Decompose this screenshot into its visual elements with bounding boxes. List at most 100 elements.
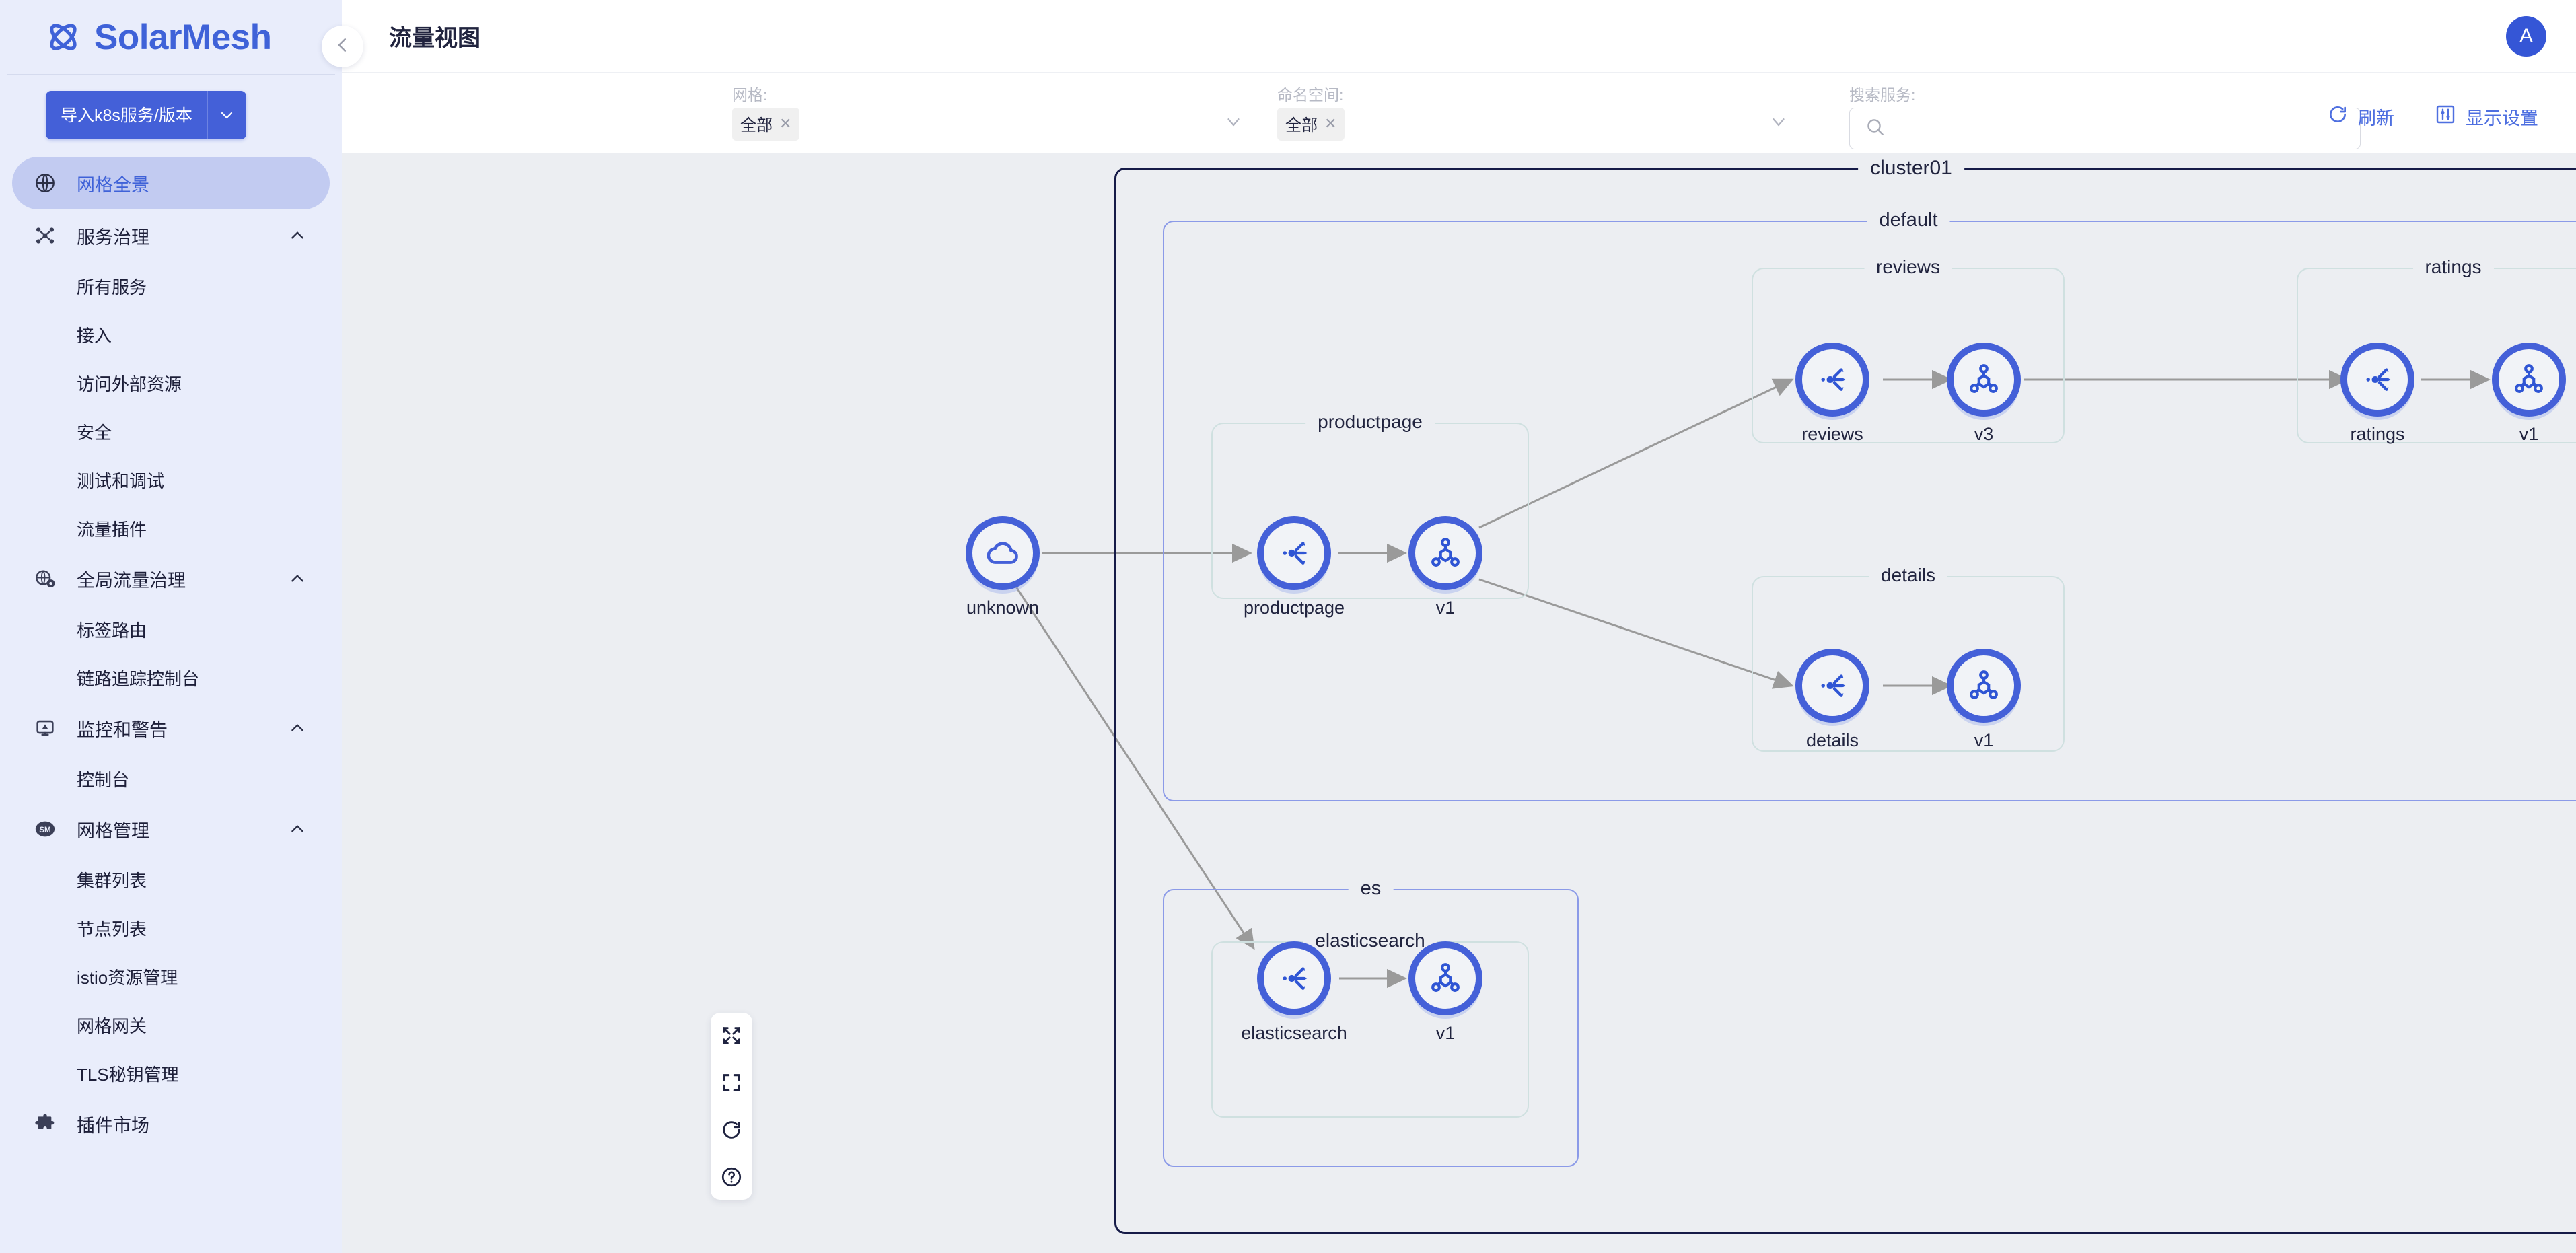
sidebar-item-cluster-list[interactable]: 集群列表 bbox=[12, 855, 330, 904]
sidebar-item-label: 服务治理 bbox=[77, 227, 149, 248]
namespace-selected-value: 全部 bbox=[1285, 116, 1318, 135]
namespace-select[interactable]: 全部 ✕ bbox=[1277, 108, 1789, 141]
search-input-wrap bbox=[1849, 108, 2361, 149]
search-icon bbox=[1865, 116, 1886, 141]
chevron-up-icon[interactable] bbox=[287, 818, 308, 840]
namespace-group-es[interactable]: es bbox=[1163, 878, 1579, 1167]
chevron-up-icon[interactable] bbox=[287, 717, 308, 739]
sidebar-item-traffic-plugins[interactable]: 流量插件 bbox=[12, 504, 330, 552]
mesh-select[interactable]: 全部 ✕ bbox=[732, 108, 1244, 141]
sliders-icon bbox=[2435, 104, 2456, 130]
expand-arrows-icon[interactable] bbox=[717, 1021, 746, 1050]
sidebar-item-mesh-gateway[interactable]: 网格网关 bbox=[12, 1001, 330, 1049]
sidebar-item-istio-resources[interactable]: istio资源管理 bbox=[12, 952, 330, 1001]
sidebar-item-all-services[interactable]: 所有服务 bbox=[12, 262, 330, 310]
service-node-icon bbox=[1257, 941, 1331, 1015]
service-node-icon bbox=[2340, 343, 2414, 417]
brand-divider bbox=[7, 74, 335, 75]
sidebar-item-mesh-overview[interactable]: 网格全景 bbox=[12, 157, 330, 209]
search-input[interactable] bbox=[1849, 108, 2361, 149]
cluster-group[interactable]: cluster01 bbox=[1114, 157, 2576, 1234]
workload-node-icon bbox=[2492, 343, 2566, 417]
service-group-elasticsearch[interactable]: elasticsearch bbox=[1211, 930, 1529, 1118]
workload-node-icon bbox=[1408, 516, 1482, 590]
close-icon[interactable]: ✕ bbox=[1324, 114, 1337, 132]
sidebar-collapse-button[interactable] bbox=[322, 26, 363, 67]
service-label: reviews bbox=[1864, 256, 1952, 278]
service-node-icon bbox=[1795, 649, 1869, 723]
node-label: v1 bbox=[2519, 424, 2539, 444]
chevron-up-icon[interactable] bbox=[287, 225, 308, 246]
mesh-selected-value: 全部 bbox=[740, 116, 773, 135]
cluster-label: cluster01 bbox=[1858, 157, 1964, 180]
close-icon[interactable]: ✕ bbox=[779, 114, 792, 132]
chevron-down-icon[interactable] bbox=[1768, 112, 1789, 137]
service-group-details[interactable]: details bbox=[1752, 565, 2065, 752]
node-label: productpage bbox=[1243, 598, 1345, 618]
sidebar-item-test-debug[interactable]: 测试和调试 bbox=[12, 456, 330, 504]
graph-toolbar bbox=[711, 1013, 752, 1200]
graph-edges bbox=[1013, 369, 2491, 989]
cloud-icon bbox=[966, 516, 1040, 590]
sidebar-group-monitoring-alerts[interactable]: 监控和警告 bbox=[12, 702, 330, 754]
puzzle-icon bbox=[31, 1110, 59, 1138]
sidebar-group-global-traffic[interactable]: 全局流量治理 bbox=[12, 552, 330, 605]
service-group-productpage[interactable]: productpage bbox=[1211, 411, 1529, 599]
node-label: v3 bbox=[1974, 424, 1994, 444]
sidebar-item-label: 链路追踪控制台 bbox=[77, 668, 200, 689]
search-service-filter: 搜索服务: bbox=[1849, 82, 2388, 153]
namespace-filter-label: 命名空间: bbox=[1277, 86, 1344, 104]
reload-icon[interactable] bbox=[717, 1115, 746, 1145]
sidebar-item-label: 监控和警告 bbox=[77, 719, 168, 740]
display-settings-label: 显示设置 bbox=[2466, 108, 2538, 129]
mesh-selected-tag[interactable]: 全部 ✕ bbox=[732, 108, 800, 141]
sidebar-item-trace-console[interactable]: 链路追踪控制台 bbox=[12, 653, 330, 702]
namespace-group-default[interactable]: default bbox=[1163, 209, 2576, 801]
service-mesh-icon bbox=[31, 221, 59, 250]
service-label: details bbox=[1869, 565, 1947, 586]
sidebar-group-mesh-management[interactable]: SM 网格管理 bbox=[12, 803, 330, 855]
monitor-alert-icon bbox=[31, 714, 59, 742]
sidebar-item-ingress[interactable]: 接入 bbox=[12, 310, 330, 359]
mesh-filter-label: 网格: bbox=[732, 86, 768, 104]
globe-gear-icon bbox=[31, 565, 59, 593]
node-label: v1 bbox=[1974, 730, 1994, 750]
node-label: reviews bbox=[1801, 424, 1863, 444]
page-header: 流量视图 A bbox=[342, 0, 2576, 73]
avatar[interactable]: A bbox=[2506, 15, 2546, 57]
sidebar-item-external-resources[interactable]: 访问外部资源 bbox=[12, 359, 330, 407]
filter-bar: 网格: 全部 ✕ 命名空间: 全部 ✕ bbox=[342, 73, 2576, 153]
chevron-left-icon bbox=[332, 35, 353, 59]
chevron-down-icon[interactable] bbox=[207, 91, 246, 139]
avatar-initial: A bbox=[2519, 24, 2533, 47]
sidebar-group-service-governance[interactable]: 服务治理 bbox=[12, 209, 330, 262]
sidebar-item-tls-keys[interactable]: TLS秘钥管理 bbox=[12, 1049, 330, 1098]
refresh-button[interactable]: 刷新 bbox=[2327, 104, 2394, 130]
display-settings-button[interactable]: 显示设置 bbox=[2435, 104, 2538, 130]
traffic-graph-canvas[interactable]: cluster01 default es productpage reviews… bbox=[342, 154, 2576, 1253]
namespace-filter: 命名空间: 全部 ✕ bbox=[1277, 82, 1829, 153]
namespace-label: es bbox=[1348, 878, 1394, 900]
sidebar-item-label-routing[interactable]: 标签路由 bbox=[12, 605, 330, 653]
sidebar-nav: 网格全景 服务治理 所有服务 接入 访问外部资源 安全 测试和调试 流量插件 bbox=[0, 157, 342, 1150]
sidebar-item-label: 集群列表 bbox=[77, 870, 147, 891]
chevron-down-icon[interactable] bbox=[1223, 112, 1244, 137]
chevron-up-icon[interactable] bbox=[287, 568, 308, 589]
sidebar-item-monitoring-console[interactable]: 控制台 bbox=[12, 754, 330, 803]
sidebar-item-plugin-market[interactable]: 插件市场 bbox=[12, 1098, 330, 1150]
sidebar-item-label: 访问外部资源 bbox=[77, 373, 182, 394]
service-group-reviews[interactable]: reviews bbox=[1752, 256, 2065, 443]
sidebar-item-node-list[interactable]: 节点列表 bbox=[12, 904, 330, 952]
atom-logo-icon bbox=[46, 20, 81, 55]
import-k8s-button[interactable]: 导入k8s服务/版本 bbox=[46, 91, 246, 139]
sidebar-item-security[interactable]: 安全 bbox=[12, 407, 330, 456]
node-label: elasticsearch bbox=[1241, 1023, 1347, 1043]
sidebar-item-label: 安全 bbox=[77, 422, 112, 443]
edge-unknown-elasticsearch bbox=[1013, 584, 1255, 950]
service-group-ratings[interactable]: ratings bbox=[2297, 256, 2576, 443]
service-label: ratings bbox=[2412, 256, 2494, 278]
fit-screen-icon[interactable] bbox=[717, 1068, 746, 1098]
refresh-icon bbox=[2327, 104, 2349, 130]
help-circle-icon[interactable] bbox=[717, 1162, 746, 1192]
namespace-selected-tag[interactable]: 全部 ✕ bbox=[1277, 108, 1345, 141]
